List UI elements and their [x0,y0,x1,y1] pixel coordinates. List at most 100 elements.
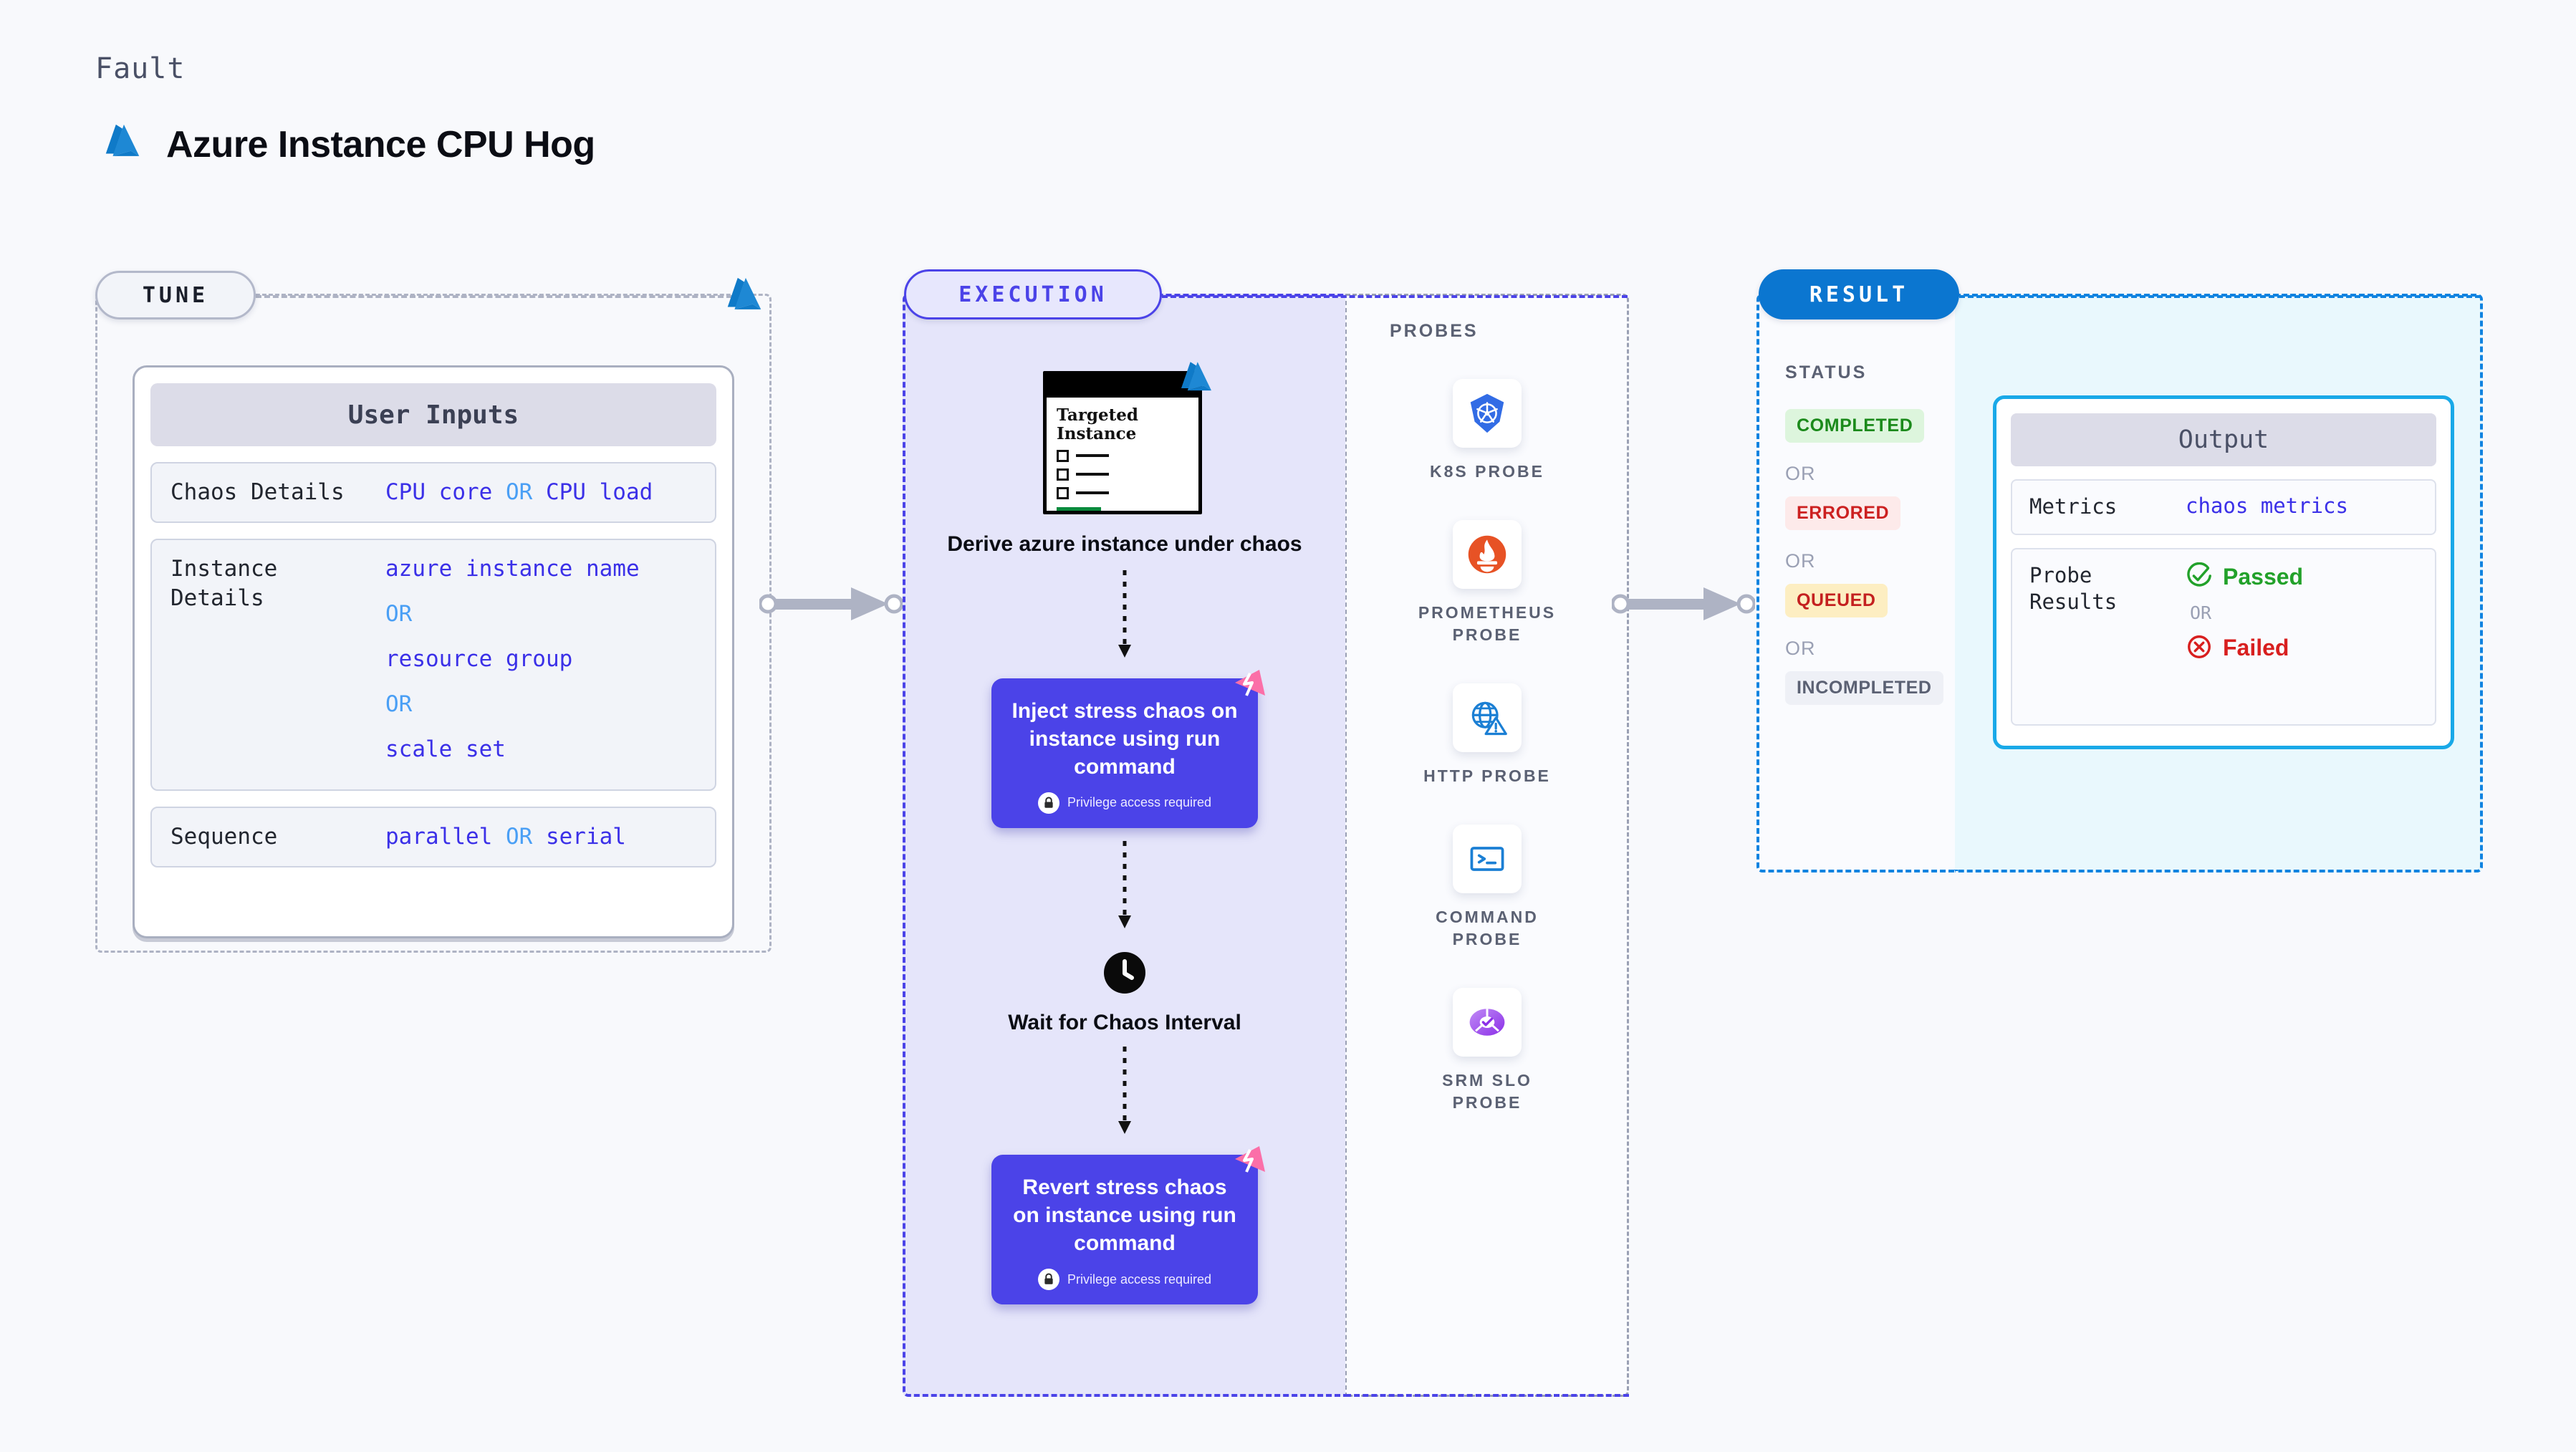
probe-item-http[interactable]: HTTP PROBE [1423,683,1551,787]
instance-value-1: azure instance name [385,555,640,582]
output-row-probe-results: Probe Results Passed OR [2011,547,2436,726]
status-title: STATUS [1785,362,1868,383]
flow-arrow-3-icon [1117,1047,1133,1140]
targeted-instance-graphic: Targeted Instance [1043,362,1211,514]
line-placeholder [1076,473,1109,476]
arrow-execution-to-result [1610,584,1756,628]
checkbox-icon [1057,449,1069,462]
tune-row-sequence: Sequence parallel OR serial [150,806,716,867]
card-top-bar [1047,375,1198,398]
azure-logo-icon-target [1176,358,1216,402]
instance-value-3: scale set [385,736,506,762]
probes-column: PROBES K8S PROBE [1345,294,1629,1114]
output-card: Output Metrics chaos metrics Probe Resul… [1993,395,2454,749]
tune-row-chaos-details: Chaos Details CPU core OR CPU load [150,462,716,523]
probe-result-failed: Failed [2186,633,2303,663]
passed-label: Passed [2223,564,2304,590]
terminal-icon [1453,824,1522,894]
tune-row-instance-details: Instance Details azure instance name OR … [150,538,716,791]
sequence-value-2: serial [545,823,626,850]
status-badge-queued: QUEUED [1785,584,1888,617]
arrow-tune-to-execution [758,584,904,628]
output-probe-results-key: Probe Results [2029,562,2118,615]
status-badge-errored: ERRORED [1785,496,1901,530]
probe-label: COMMAND PROBE [1436,908,1539,949]
green-status-bar [1057,506,1101,511]
result-status-column: STATUS COMPLETED OR ERRORED OR QUEUED OR… [1756,294,1957,705]
tune-row-key: Sequence [170,823,278,850]
lightning-bolt-ribbon-icon [1226,1143,1268,1188]
checklist-item [1057,486,1188,499]
page-title-row: Azure Instance CPU Hog [100,120,595,168]
revert-privilege-text: Privilege access required [1067,1271,1212,1287]
instance-or-2: OR [385,691,413,717]
revert-stress-chaos-card[interactable]: Revert stress chaos on instance using ru… [991,1146,1265,1305]
user-inputs-card: User Inputs Chaos Details CPU core OR CP… [133,365,734,938]
inject-stress-chaos-card[interactable]: Inject stress chaos on instance using ru… [991,669,1265,828]
line-placeholder [1076,491,1109,494]
derive-instance-caption: Derive azure instance under chaos [947,532,1302,556]
probe-label: K8S PROBE [1430,462,1544,481]
tune-row-value: parallel OR serial [385,822,626,852]
check-circle-icon [2186,562,2213,592]
execution-badge[interactable]: EXECUTION [904,269,1162,319]
tune-badge-connector [256,295,732,298]
chaos-or-1: OR [505,479,533,505]
tune-container [95,294,772,953]
page-title: Azure Instance CPU Hog [166,123,595,165]
line-placeholder [1076,454,1109,457]
targeted-instance-title: Targeted Instance [1057,405,1138,443]
probe-item-k8s[interactable]: K8S PROBE [1430,379,1544,483]
probe-result-or: OR [2190,602,2212,623]
probes-title: PROBES [1390,321,1479,341]
azure-logo-icon-tune [722,274,766,322]
status-or-1: OR [1785,463,1816,484]
execution-column: Targeted Instance Derive azure instance … [903,294,1347,1305]
revert-card-label: Revert stress chaos on instance using ru… [1013,1175,1236,1256]
instance-or-1: OR [385,600,413,627]
status-badge-incompleted: INCOMPLETED [1785,671,1943,705]
probe-result-passed: Passed [2186,562,2303,592]
probe-label: HTTP PROBE [1423,766,1551,786]
probe-label: SRM SLO PROBE [1442,1071,1532,1112]
inject-privilege-note: Privilege access required [1010,792,1239,814]
tune-row-value: azure instance name OR resource group OR… [385,554,640,764]
probe-item-srm-slo[interactable]: SRM SLO PROBE [1442,988,1532,1114]
checklist-item [1057,468,1188,481]
tune-row-key: Chaos Details [170,479,345,505]
lightning-bolt-ribbon-icon [1226,667,1268,712]
inject-card-label: Inject stress chaos on instance using ru… [1011,698,1238,779]
user-inputs-title: User Inputs [150,383,716,446]
tune-row-value: CPU core OR CPU load [385,478,653,507]
output-probe-results-value: Passed OR Failed [2186,562,2303,663]
wait-for-chaos-caption: Wait for Chaos Interval [1008,1010,1241,1034]
revert-privilege-note: Privilege access required [1010,1269,1239,1291]
status-badge-completed: COMPLETED [1785,409,1925,443]
flow-arrow-2-icon [1117,840,1133,935]
chaos-value-2: CPU load [545,479,653,505]
azure-logo-icon [100,120,145,168]
kubernetes-icon [1453,379,1522,448]
output-title: Output [2011,413,2436,466]
result-badge[interactable]: RESULT [1759,269,1959,319]
probe-item-prometheus[interactable]: PROMETHEUS PROBE [1418,520,1556,646]
targeted-instance-card: Targeted Instance [1043,371,1202,514]
sequence-or: OR [505,823,533,850]
probe-item-command[interactable]: COMMAND PROBE [1436,824,1539,951]
lock-icon [1037,1269,1059,1291]
lock-icon [1037,792,1059,814]
tune-badge[interactable]: TUNE [95,271,256,319]
status-or-3: OR [1785,638,1816,659]
flow-arrow-1-icon [1117,569,1133,664]
wait-clock-icon [1104,951,1145,997]
checkbox-icon [1057,468,1069,481]
output-metrics-value: chaos metrics [2186,494,2348,518]
checkbox-icon [1057,486,1069,499]
output-row-metrics: Metrics chaos metrics [2011,479,2436,535]
status-or-2: OR [1785,550,1816,572]
execution-badge-connector [1162,295,1628,298]
http-globe-warning-icon [1452,683,1522,753]
checklist-item [1057,449,1188,462]
probe-label: PROMETHEUS PROBE [1418,603,1557,645]
